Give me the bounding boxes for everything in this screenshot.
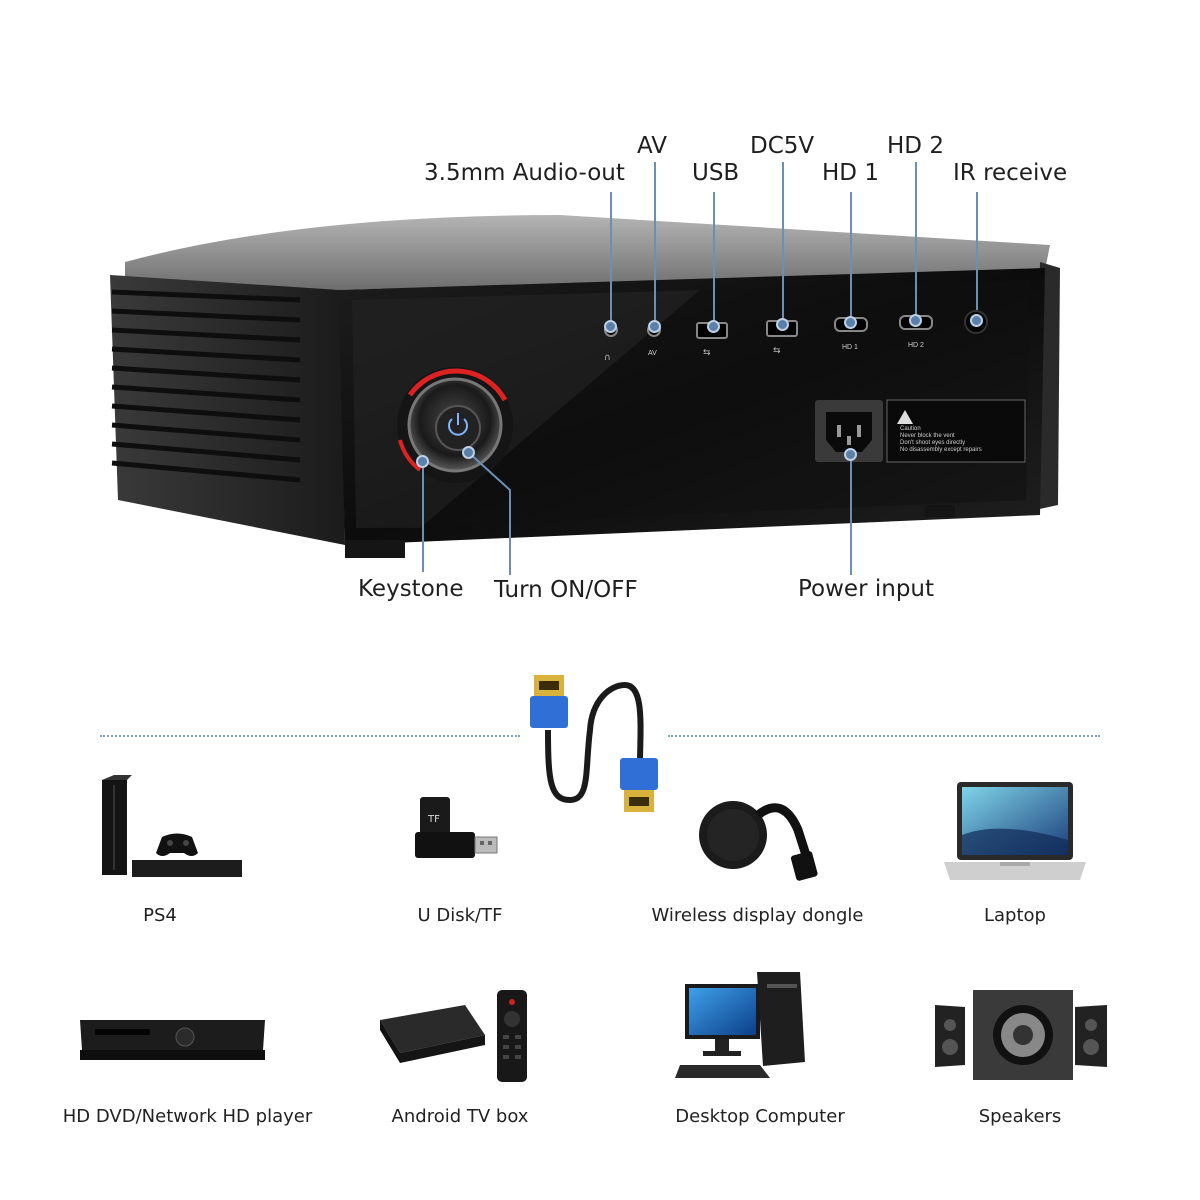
device-label-tv-box: Android TV box (391, 1106, 529, 1127)
callout-dot (604, 320, 617, 333)
divider-right (668, 735, 1100, 737)
svg-text:TF: TF (427, 814, 440, 825)
svg-text:∩: ∩ (604, 353, 611, 363)
device-label-desktop: Desktop Computer (675, 1106, 845, 1127)
label-usb: USB (692, 160, 740, 186)
callout-dot (776, 318, 789, 331)
label-hd1: HD 1 (822, 160, 879, 186)
device-label-ps4: PS4 (143, 905, 177, 926)
callout-dot (416, 455, 429, 468)
callout-line (915, 162, 917, 314)
callout-line (850, 455, 852, 575)
caution-line: Caution (900, 426, 921, 432)
label-dc5v: DC5V (750, 133, 815, 159)
callout-dot (462, 446, 475, 459)
callout-line (782, 162, 784, 318)
callout-dot (648, 320, 661, 333)
port-marking-hd1: HD 1 (842, 344, 858, 351)
desktop-computer-icon (675, 972, 805, 1078)
device-label-speakers: Speakers (978, 1106, 1062, 1127)
port-marking-av: AV (648, 350, 657, 357)
callout-line (654, 162, 656, 320)
label-av: AV (637, 133, 667, 159)
caution-label: Caution Never block the vent Don't shoot… (900, 426, 1022, 454)
label-power-input: Power input (798, 576, 935, 602)
callout-line (976, 192, 978, 310)
callout-dot (844, 316, 857, 329)
usb-drive-icon: TF (415, 797, 498, 858)
projector-illustration: ∩ ⇆ ⇆ (110, 215, 1060, 558)
label-ir-receive: IR receive (953, 160, 1068, 186)
tv-box-icon (380, 990, 527, 1082)
dvd-player-icon (80, 1020, 265, 1060)
svg-text:⇆: ⇆ (703, 348, 711, 358)
callout-dot (970, 314, 983, 327)
caution-line: Never block the vent (900, 433, 955, 439)
callout-line (850, 192, 852, 316)
callout-line (422, 462, 424, 572)
callout-dot (909, 314, 922, 327)
callout-line (610, 192, 612, 320)
divider-left (100, 735, 520, 737)
label-hd2: HD 2 (887, 133, 944, 159)
label-turn-on-off: Turn ON/OFF (494, 577, 638, 603)
dongle-icon (699, 801, 818, 881)
hdmi-cable-icon (530, 675, 658, 812)
label-keystone: Keystone (358, 576, 464, 602)
device-label-laptop: Laptop (984, 905, 1046, 926)
caution-line: Don't shoot eyes directly (900, 440, 966, 446)
label-audio-out: 3.5mm Audio-out (424, 160, 625, 186)
svg-text:⇆: ⇆ (773, 346, 781, 356)
callout-dot (844, 448, 857, 461)
device-label-u-disk: U Disk/TF (417, 905, 503, 926)
device-label-dvd-player: HD DVD/Network HD player (62, 1106, 313, 1127)
device-label-dongle: Wireless display dongle (651, 905, 864, 926)
callout-dot (707, 320, 720, 333)
game-console-icon (102, 775, 242, 877)
callout-line (713, 192, 715, 320)
port-marking-hd2: HD 2 (908, 342, 924, 349)
caution-line: No disassembly except repairs (900, 447, 982, 453)
laptop-icon (944, 782, 1086, 880)
callout-line (467, 451, 511, 575)
speakers-icon (935, 990, 1107, 1080)
